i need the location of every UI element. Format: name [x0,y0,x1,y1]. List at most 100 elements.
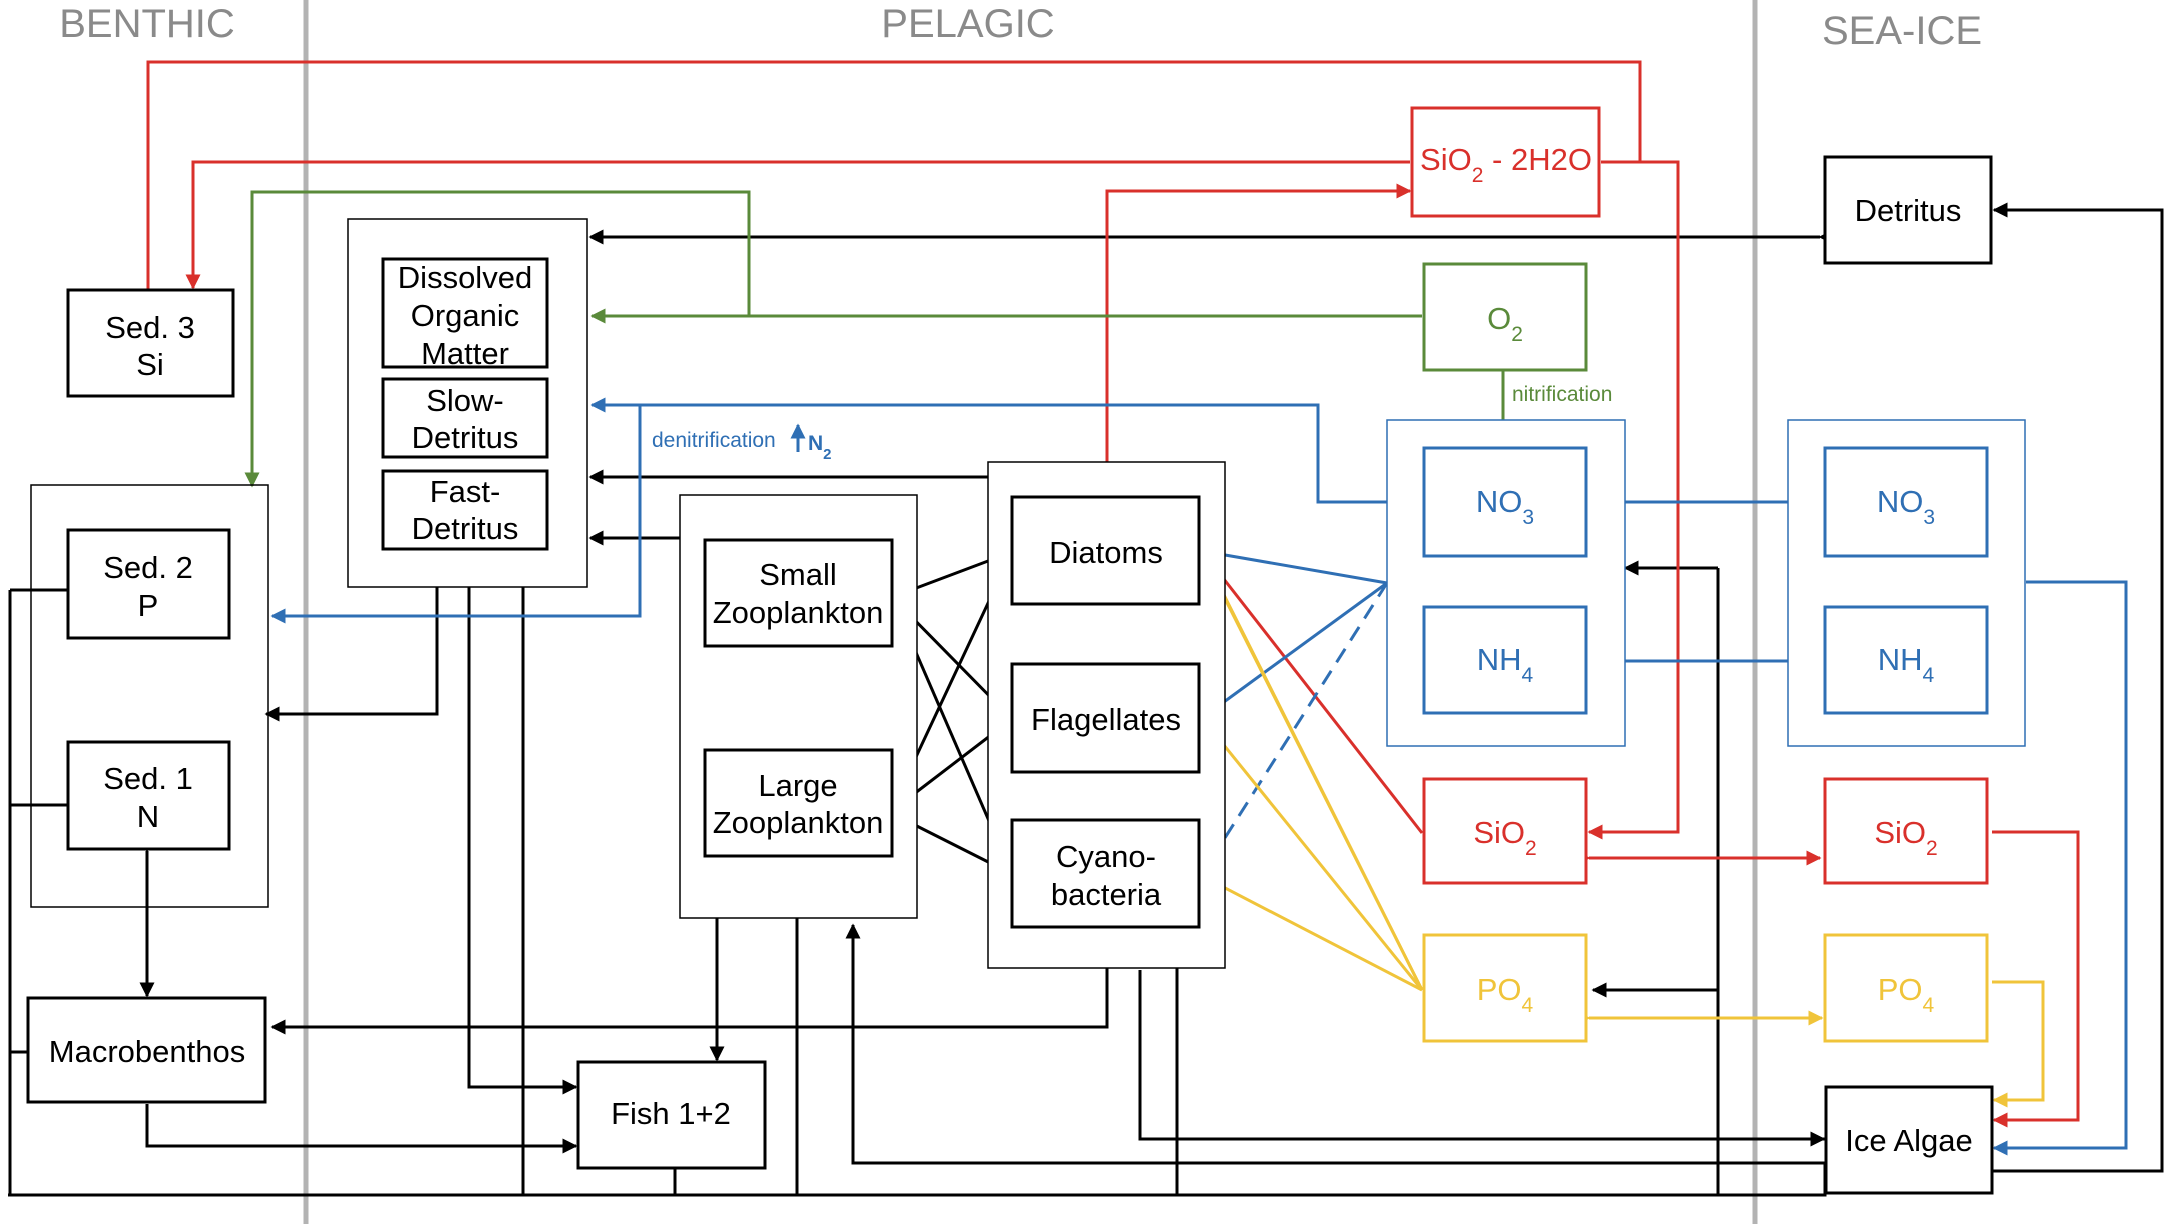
node-macrobenthos: Macrobenthos [26,996,267,1104]
svg-text:PO4: PO4 [1878,972,1935,1017]
sio2-label: SiO [1473,815,1525,850]
flow-sio2-sed3 [185,160,1410,290]
flow-denitrification-sed2 [270,405,642,624]
flow-ice-sio2-ice-algae [1992,830,2080,1128]
fast-detritus-label-line1: Fast- [430,474,501,509]
nh4-label: NH [1477,642,1522,677]
nitrification-label: nitrification [1512,383,1612,406]
flow-macrobenthos-fish [145,1104,578,1154]
flow-ice-po4-ice-algae [1992,980,2045,1108]
svg-text:O2: O2 [1487,301,1523,346]
no3-subscript: 3 [1522,506,1534,529]
sio2-subscript: 2 [1525,837,1537,860]
po4-subscript: 4 [1522,994,1534,1017]
svg-text:NH4: NH4 [1878,642,1935,687]
loop-left-sed2 [8,588,68,1195]
zone-label-benthic: BENTHIC [59,2,235,46]
sed3-label-line1: Sed. 3 [105,310,195,345]
slow-detritus-label-line2: Detritus [412,420,519,455]
fish-label: Fish 1+2 [611,1096,731,1131]
sed3-label-line2: Si [136,347,164,382]
flow-detritus-fish [461,573,578,1095]
flow-nut-cyano [1200,582,1389,876]
node-o2: O2 [1422,262,1588,372]
node-slow-detritus: Slow- Detritus [381,377,549,459]
o2-subscript: 2 [1511,323,1523,346]
flow-o2-sed2 [244,190,751,488]
flow-nut-diatoms [1200,545,1388,585]
flagellates-label: Flagellates [1031,702,1181,737]
ice-algae-label: Ice Algae [1845,1123,1973,1158]
sed1-label-line2: N [137,799,159,834]
zone-label-sea-ice: SEA-ICE [1822,9,1982,53]
node-fish: Fish 1+2 [576,1060,767,1170]
ice-sio2-label: SiO [1874,815,1926,850]
fast-detritus-label-line2: Detritus [412,511,519,546]
flow-diatoms-macrobenthos [270,968,1109,1035]
node-ice-po4: PO4 [1823,933,1989,1043]
node-ice-detritus: Detritus [1823,155,1993,265]
node-ice-sio2: SiO2 [1823,777,1989,885]
flow-po4-diatoms-2 [1200,549,1424,991]
cyano-label-line1: Cyano- [1056,839,1156,874]
po4-label: PO [1477,972,1522,1007]
yellow-flows [1200,549,2045,1108]
blue-flows [270,397,2128,1156]
flow-detritus-sed2 [264,573,445,722]
svg-text:NH4: NH4 [1477,642,1534,687]
small-zoo-label-line2: Zooplankton [713,595,884,630]
ice-nh4-subscript: 4 [1923,664,1935,687]
sed1-label-line1: Sed. 1 [103,761,193,796]
node-sio2-2h2o: SiO2 - 2H2O [1410,106,1601,218]
sediment-group-frame [30,484,269,908]
ice-sio2-subscript: 2 [1926,837,1938,860]
node-ice-algae: Ice Algae [1824,1085,1994,1195]
node-po4: PO4 [1422,933,1588,1043]
large-zoo-label-line1: Large [758,768,837,803]
node-fast-detritus: Fast- Detritus [381,469,549,551]
ice-po4-label: PO [1878,972,1923,1007]
flow-po4-cyano [1200,874,1423,992]
n2-subscript: 2 [823,446,831,463]
sed2-label-line2: P [138,588,159,623]
node-ice-nh4: NH4 [1823,605,1989,715]
n2-label-text: N [808,432,823,455]
node-ice-no3: NO3 [1823,446,1989,558]
sed2-label-line1: Sed. 2 [103,550,193,585]
dom-label-line2: Organic [411,298,520,333]
loop-risers [521,587,1179,1195]
svg-text:NO3: NO3 [1877,484,1935,529]
slow-detritus-label-line1: Slow- [426,383,504,418]
o2-label: O [1487,301,1511,336]
node-sed3: Sed. 3 Si [66,288,235,398]
macrobenthos-label: Macrobenthos [49,1034,245,1069]
node-no3: NO3 [1422,446,1588,558]
flow-nut-flagellates [1200,581,1388,720]
no3-label: NO [1476,484,1523,519]
node-sed2: Sed. 2 P [66,528,231,640]
dom-label-line3: Matter [421,336,509,371]
sio2-2h2o-suffix: - 2H2O [1483,142,1592,177]
node-large-zooplankton: Large Zooplankton [703,748,894,858]
dom-label-line1: Dissolved [398,260,532,295]
bottom-loop [8,1161,1827,1197]
flow-ice-algae-ice-detritus [1992,202,2164,1173]
svg-text:SiO2: SiO2 [1473,815,1536,860]
flow-ice-nut-ice-algae [1992,580,2128,1156]
ice-detritus-label: Detritus [1855,193,1962,228]
ice-nh4-label: NH [1878,642,1923,677]
cyano-label-line2: bacteria [1051,877,1162,912]
zone-label-pelagic: PELAGIC [881,2,1054,46]
denitrification-label: denitrification [652,429,776,452]
svg-text:SiO2 - 2H2O: SiO2 - 2H2O [1420,142,1592,187]
diatoms-label: Diatoms [1049,535,1163,570]
node-sed1: Sed. 1 N [66,740,231,851]
flow-diatoms-sio2-2h2o [1105,183,1412,497]
ice-no3-subscript: 3 [1923,506,1935,529]
sio2-2h2o-label: SiO [1420,142,1472,177]
small-zoo-label-line1: Small [759,557,837,592]
svg-text:NO3: NO3 [1476,484,1534,529]
node-diatoms: Diatoms [1010,495,1201,606]
loop-return-zoo [845,923,1825,1165]
